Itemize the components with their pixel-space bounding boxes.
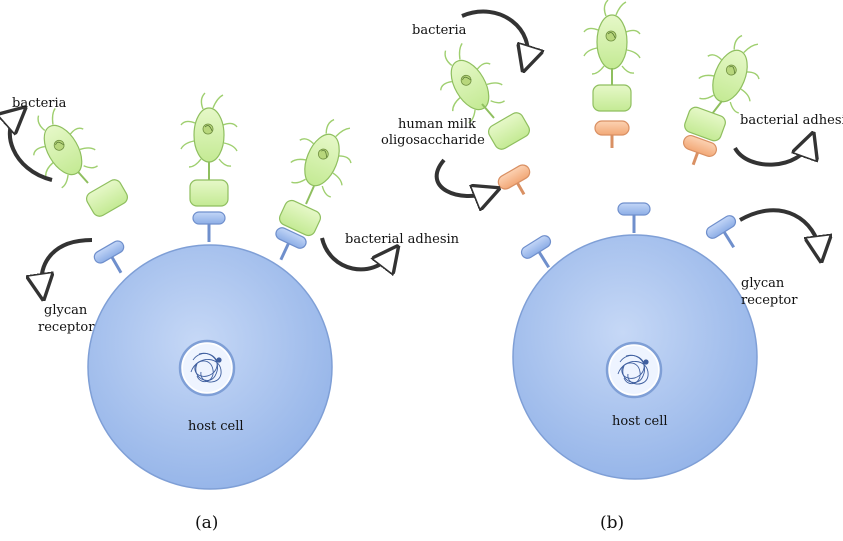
label-adhesin-a: bacterial adhesin: [345, 232, 460, 247]
bacterium-stalk-b-right: [711, 100, 723, 115]
glycan-receptor-a-left: [90, 237, 137, 283]
bacterium-stalk-b-left: [481, 103, 495, 119]
label-adhesin-b: bacterial adhesin: [740, 113, 843, 128]
label-host-cell-b: host cell: [612, 414, 668, 429]
glycan-receptor-b-mid: [616, 201, 652, 235]
arrow-bacteria-b: [461, 9, 528, 62]
label-hmo-b-1: human milk: [398, 117, 476, 132]
arrow-glycan-b: [739, 208, 820, 252]
label-glycan-b-2: receptor: [741, 293, 798, 308]
arrow-glycan-a: [41, 238, 93, 290]
label-bacteria-a: bacteria: [12, 96, 67, 111]
panel-letter-b: (b): [600, 513, 624, 533]
label-glycan-b-1: glycan: [741, 276, 785, 291]
label-host-cell-a: host cell: [188, 419, 244, 434]
glycan-receptor-a-mid: [191, 210, 227, 244]
nucleus-a: [178, 339, 236, 397]
bacterium-b-left: [424, 33, 511, 128]
bacterium-stalk-a-right: [305, 185, 315, 205]
bacterium-a-left: [17, 98, 104, 193]
bacterium-b-mid: [583, 0, 641, 75]
panel-a: bacteria bacterial adhesin glycan recept…: [10, 92, 460, 533]
panel-b: bacteria human milk oligosaccharide bact…: [381, 0, 843, 533]
bacterial-adhesin-a-mid: [189, 179, 229, 207]
label-hmo-b-2: oligosaccharide: [381, 133, 485, 148]
nucleus-b: [605, 341, 663, 399]
arrow-adhesin-b: [733, 142, 810, 167]
bacterium-b-right: [691, 25, 773, 117]
bacterial-adhesin-a-left: [83, 176, 131, 220]
label-glycan-a-2: receptor: [38, 320, 95, 335]
arrow-adhesin-a: [320, 237, 392, 269]
panel-letter-a: (a): [195, 513, 218, 533]
label-bacteria-b: bacteria: [412, 23, 467, 38]
arrow-bacteria-a: [10, 114, 53, 182]
bacterium-a-right: [283, 109, 365, 201]
bacterial-adhesin-b-mid: [592, 84, 632, 112]
arrow-hmo-b: [434, 158, 490, 196]
bacterium-a-mid: [180, 92, 238, 168]
hmo-b-mid: [593, 119, 631, 150]
label-glycan-a-1: glycan: [44, 303, 88, 318]
hmo-b-left: [494, 160, 541, 205]
